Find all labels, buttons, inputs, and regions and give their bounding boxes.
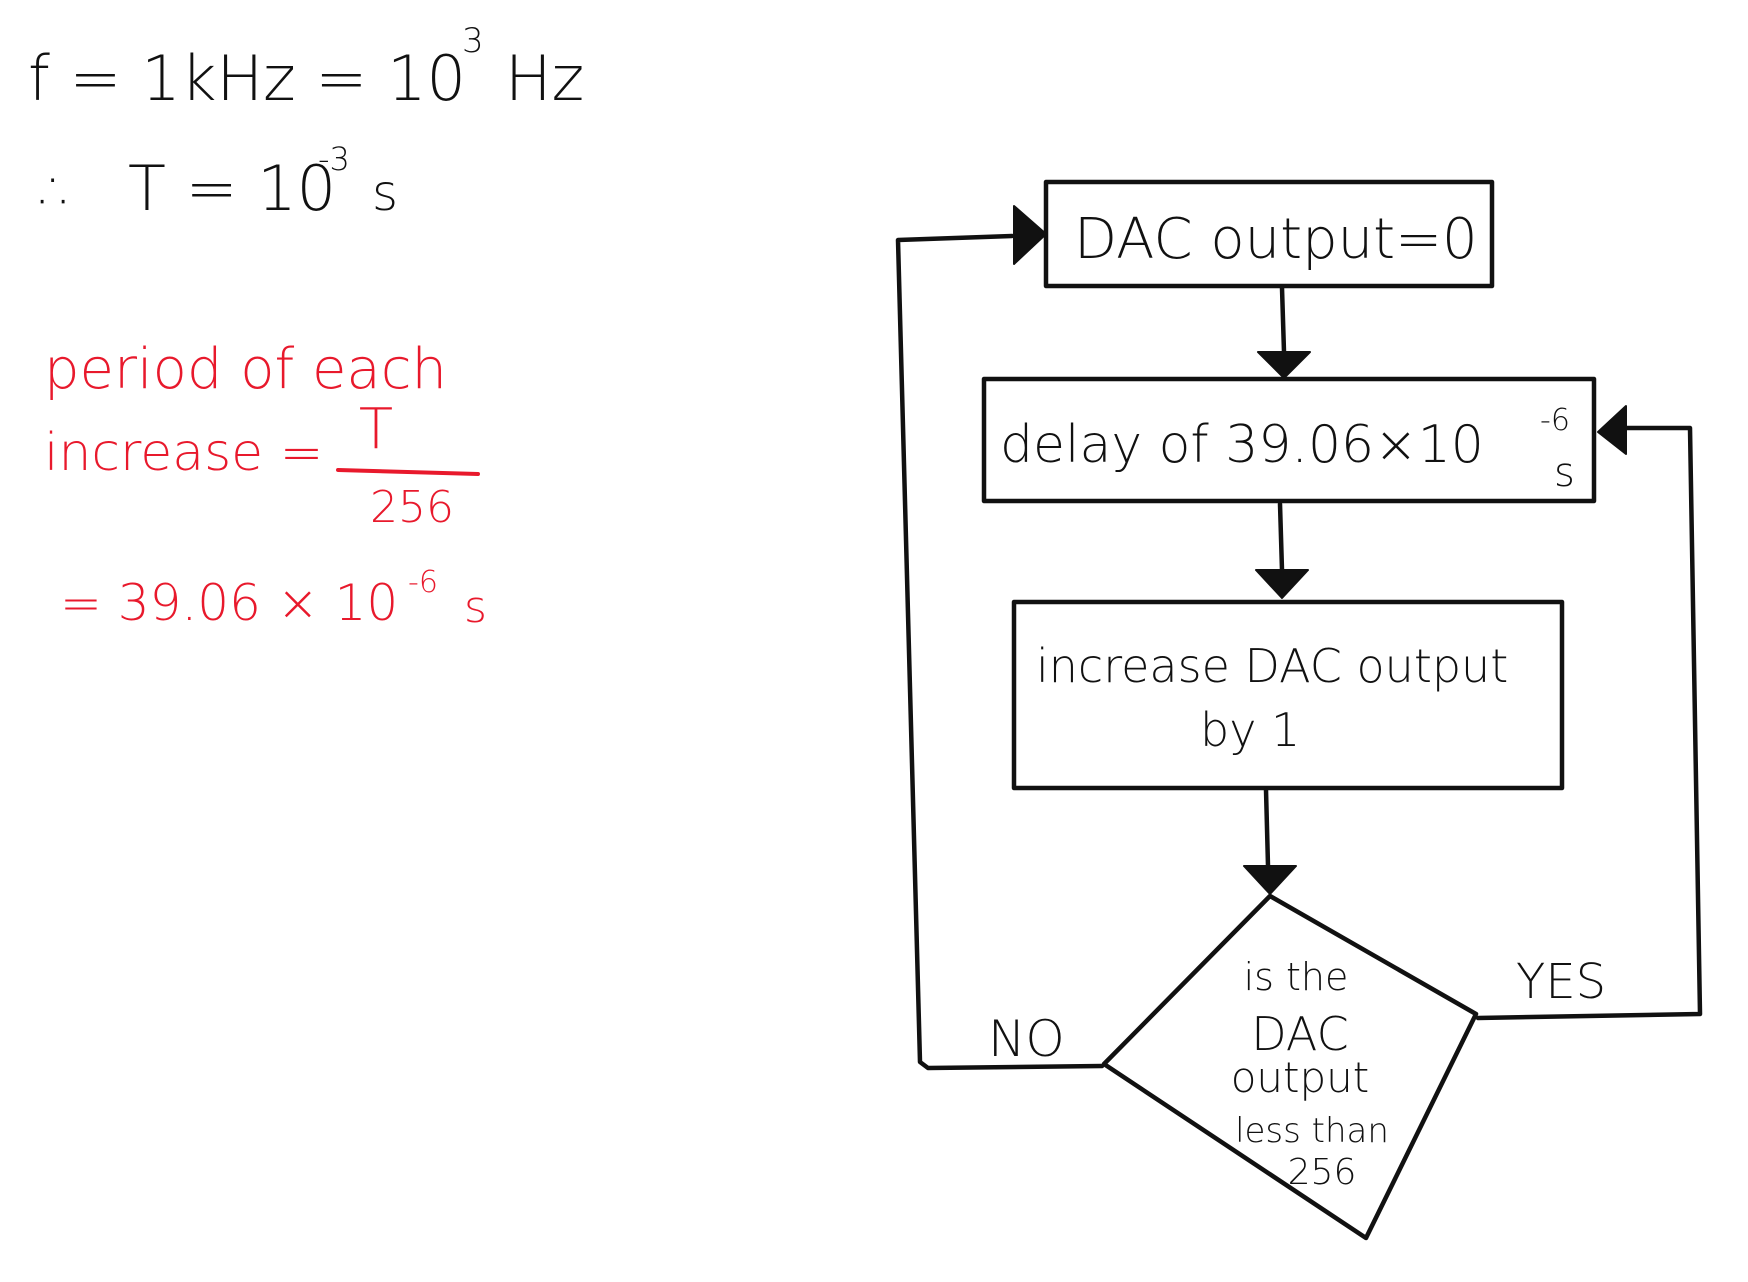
frequency-equation: f = 1kHz = 10 <box>28 42 466 115</box>
period-equation: T = 10 <box>128 152 336 225</box>
fraction-numerator: T <box>359 397 393 462</box>
frequency-exponent: 3 <box>462 21 484 61</box>
decision-line5: 256 <box>1288 1152 1357 1193</box>
result-value: = 39.06 × 10 <box>60 574 398 632</box>
frequency-unit: Hz <box>505 42 584 115</box>
fraction-denominator: 256 <box>370 482 454 533</box>
no-loop-connector <box>895 233 1105 1071</box>
connector-box3-to-decision <box>1263 787 1271 869</box>
red-line-increase: increase = <box>44 423 323 483</box>
arrowhead-box3 <box>1255 569 1309 599</box>
decision-diamond <box>1101 893 1479 1241</box>
decision-line3: output <box>1231 1053 1370 1102</box>
red-line-period-of-each: period of each <box>44 337 447 402</box>
box1-label: DAC output=0 <box>1074 207 1478 272</box>
decision-line4: less than <box>1235 1111 1389 1151</box>
connector-box2-to-box3 <box>1277 501 1285 573</box>
increment-period-notes: period of each increase = T 256 = 39.06 … <box>44 337 487 633</box>
process-box-increase <box>1011 599 1565 791</box>
therefore-symbol: ∴ <box>40 159 76 224</box>
box2-label: delay of 39.06×10 <box>1000 415 1484 475</box>
yes-label: YES <box>1516 954 1606 1010</box>
no-label: NO <box>988 1010 1065 1068</box>
box2-unit: s <box>1554 450 1575 496</box>
flowchart: DAC output=0 delay of 39.06×10 -6 s incr… <box>895 179 1703 1241</box>
decision-line1: is the <box>1244 955 1349 999</box>
arrowhead-decision <box>1243 865 1297 895</box>
box3-line1: increase DAC output <box>1036 639 1508 693</box>
period-exponent: -3 <box>318 140 350 178</box>
decision-line2: DAC <box>1251 1007 1348 1061</box>
fraction-bar <box>336 468 480 476</box>
result-exponent: -6 <box>408 565 438 600</box>
period-unit: s <box>372 164 398 222</box>
arrowhead-box2 <box>1257 351 1311 379</box>
connector-box1-to-box2 <box>1279 285 1287 355</box>
process-box-delay <box>981 376 1597 504</box>
frequency-notes: f = 1kHz = 10 3 Hz ∴ T = 10 -3 s <box>28 21 584 225</box>
result-unit: s <box>464 582 487 633</box>
yes-loop-connector <box>1475 425 1703 1021</box>
arrowhead-box2-right <box>1597 405 1627 455</box>
arrowhead-box1 <box>1013 205 1047 265</box>
box3-line2: by 1 <box>1200 703 1300 757</box>
box2-exponent: -6 <box>1540 403 1570 438</box>
